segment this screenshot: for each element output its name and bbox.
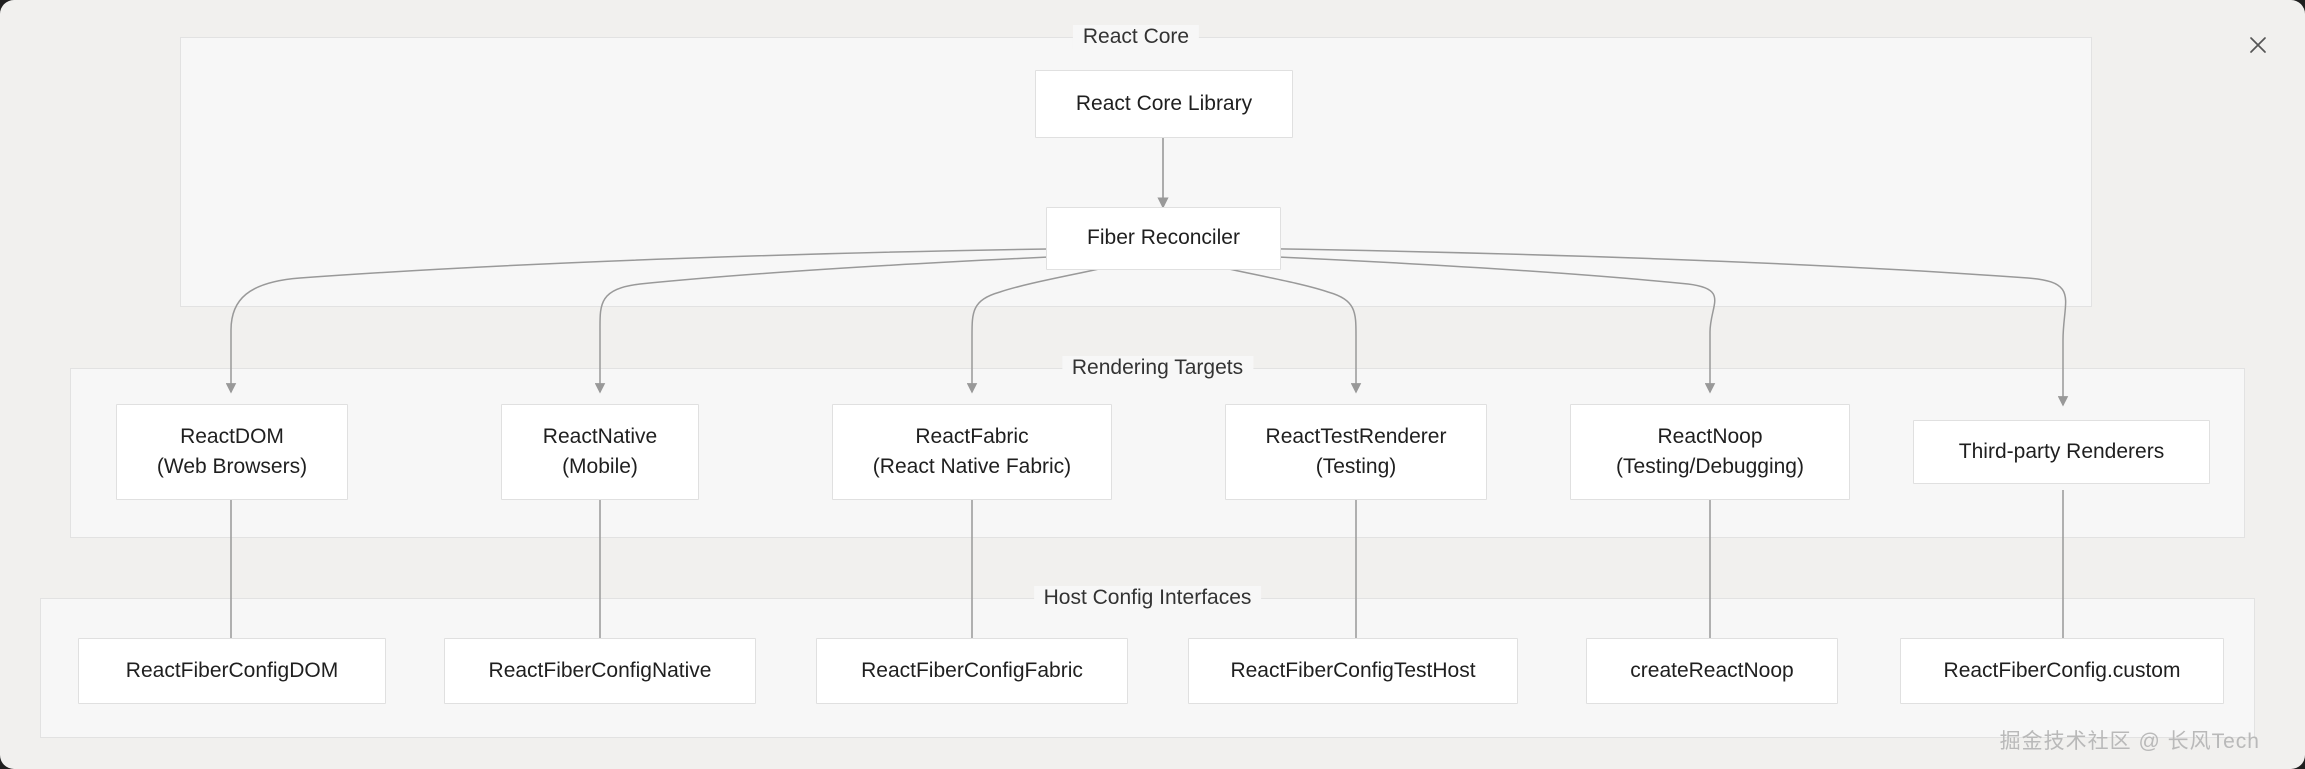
cluster-host-config-interfaces: Host Config Interfaces [40, 586, 2255, 738]
node-sublabel: (Web Browsers) [156, 455, 308, 478]
node-sublabel: (Testing/Debugging) [1616, 455, 1804, 478]
node-sublabel: (Testing) [1315, 455, 1397, 478]
node-reactfabric[interactable]: ReactFabric (React Native Fabric) [832, 404, 1112, 500]
node-reactfiberconfigdom[interactable]: ReactFiberConfigDOM [78, 638, 386, 704]
node-label: ReactFiberConfig.custom [1943, 658, 2181, 682]
node-sublabel: (React Native Fabric) [872, 455, 1072, 478]
node-label: ReactFiberConfigNative [488, 658, 712, 682]
node-createreactnoop[interactable]: createReactNoop [1586, 638, 1838, 704]
cluster-label-host-config: Host Config Interfaces [1033, 586, 1262, 610]
node-label: ReactNoop [1657, 424, 1763, 448]
cluster-label-react-core: React Core [1072, 25, 1200, 49]
node-reactfiberconfig-custom[interactable]: ReactFiberConfig.custom [1900, 638, 2224, 704]
node-fiber-reconciler[interactable]: Fiber Reconciler [1046, 207, 1281, 270]
node-label: ReactFiberConfigFabric [861, 658, 1083, 682]
node-label: createReactNoop [1630, 658, 1794, 682]
node-reactfiberconfignative[interactable]: ReactFiberConfigNative [444, 638, 756, 704]
node-reactdom[interactable]: ReactDOM (Web Browsers) [116, 404, 348, 500]
node-label: ReactFabric [915, 424, 1029, 448]
node-sublabel: (Mobile) [562, 455, 638, 478]
node-reactnative[interactable]: ReactNative (Mobile) [501, 404, 699, 500]
node-reactfiberconfigtesthost[interactable]: ReactFiberConfigTestHost [1188, 638, 1518, 704]
node-label: ReactFiberConfigTestHost [1230, 658, 1476, 682]
node-reactfiberconfigfabric[interactable]: ReactFiberConfigFabric [816, 638, 1128, 704]
node-label: ReactNative [542, 424, 658, 448]
cluster-label-rendering-targets: Rendering Targets [1061, 356, 1254, 380]
node-label: Third-party Renderers [1958, 439, 2165, 463]
node-react-core-library[interactable]: React Core Library [1035, 70, 1293, 138]
close-icon[interactable] [2243, 30, 2273, 60]
node-third-party-renderers[interactable]: Third-party Renderers [1913, 420, 2210, 484]
node-label: ReactDOM [180, 424, 284, 448]
watermark: 掘金技术社区 @ 长风Tech [1999, 730, 2260, 753]
node-reactnoop[interactable]: ReactNoop (Testing/Debugging) [1570, 404, 1850, 500]
node-label: ReactFiberConfigDOM [125, 658, 339, 682]
node-label: React Core Library [1075, 91, 1253, 115]
node-label: ReactTestRenderer [1265, 424, 1447, 448]
node-reacttestrenderer[interactable]: ReactTestRenderer (Testing) [1225, 404, 1487, 500]
node-label: Fiber Reconciler [1087, 226, 1240, 250]
